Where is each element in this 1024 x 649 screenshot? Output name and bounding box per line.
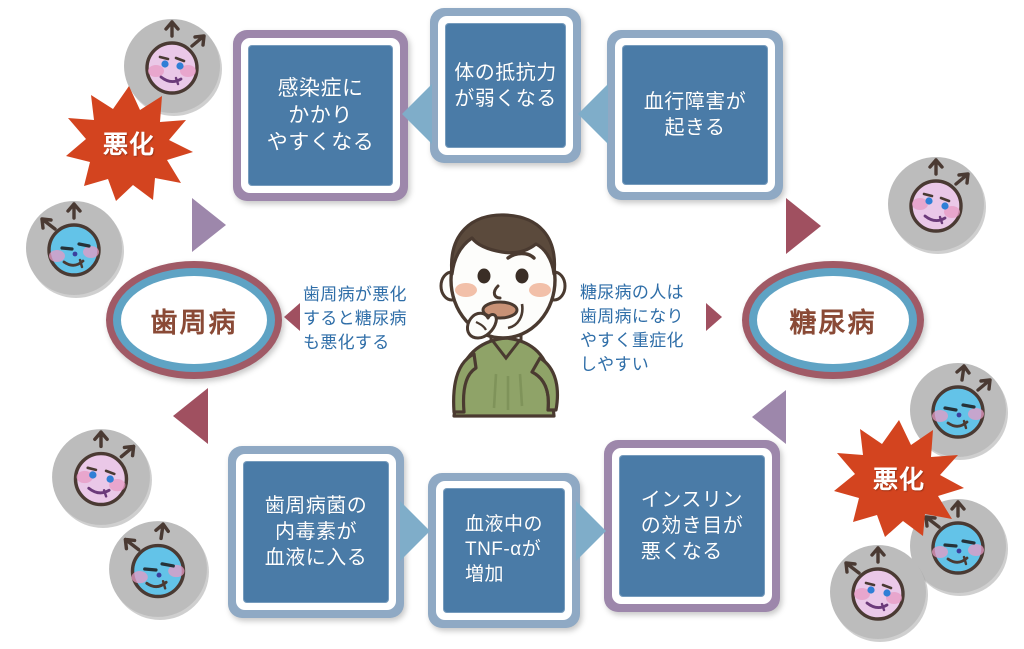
ellipse-core — [121, 276, 267, 364]
worried-man-illustration — [428, 212, 584, 418]
flow-box-top-1-label: 感染症に かかり やすくなる — [266, 76, 375, 155]
burst-top-left: 悪化 — [64, 84, 194, 202]
node-diabetes: 糖尿病 — [742, 261, 924, 379]
flow-box-bottom-1-label: 歯周病菌の 内毒素が 血液に入る — [264, 495, 368, 569]
flow-box-bottom-2-label: 血液中の TNF-αが 増加 — [464, 514, 543, 585]
box-fill — [619, 455, 765, 597]
flow-box-bottom-2: 血液中の TNF-αが 増加 — [428, 473, 580, 628]
flow-box-bottom-1: 歯周病菌の 内毒素が 血液に入る — [228, 446, 404, 618]
caption-arrow-right — [706, 303, 722, 331]
caption-left: 歯周病が悪化 すると糖尿病 も悪化する — [303, 285, 407, 353]
node-periodontal-disease: 歯周病 — [106, 261, 282, 379]
germ-icon-blue-1 — [22, 196, 126, 300]
connector-arrow-bottom-middle-to-right — [576, 501, 606, 561]
germ-icon-blue-4 — [906, 494, 1010, 598]
germ-icon-blue-2 — [105, 516, 211, 622]
germ-icon-pink-3 — [884, 152, 988, 256]
caption-right: 糖尿病の人は 歯周病になり やすく重症化 しやすい — [580, 283, 684, 375]
flow-box-top-3: 血行障害が 起きる — [607, 30, 783, 200]
germ-icon-pink-4 — [826, 540, 930, 644]
ellipse-core — [757, 276, 909, 364]
flow-box-top-1: 感染症に かかり やすくなる — [233, 30, 408, 201]
connector-arrow-bottom-left-to-middle — [400, 501, 430, 561]
germ-icon-blue-3 — [906, 358, 1010, 462]
caption-arrow-left — [284, 303, 300, 331]
cycle-arrow-right-top — [786, 198, 821, 254]
connector-arrow-top-far-right — [578, 84, 608, 144]
cycle-arrow-right-bottom — [752, 390, 786, 444]
node-periodontal-disease-label: 歯周病 — [150, 307, 238, 338]
burst-top-left-label: 悪化 — [102, 131, 155, 159]
cycle-arrow-left-bottom — [173, 388, 208, 444]
germ-icon-pink-1 — [120, 14, 224, 118]
flow-box-top-3-label: 血行障害が 起きる — [643, 91, 747, 139]
connector-arrow-top-right-to-middle — [402, 84, 432, 144]
flow-box-top-2-label: 体の抵抗力 が弱くなる — [454, 61, 557, 110]
cycle-arrow-left-top — [192, 198, 226, 252]
box-fill — [445, 23, 566, 148]
flow-box-top-2: 体の抵抗力 が弱くなる — [430, 8, 581, 163]
box-fill — [248, 45, 393, 186]
flow-box-bottom-3: インスリン の効き目が 悪くなる — [604, 440, 780, 612]
burst-bottom-right: 悪化 — [832, 418, 966, 538]
burst-bottom-right-label: 悪化 — [872, 466, 925, 494]
box-fill — [622, 45, 768, 185]
flow-box-bottom-3-label: インスリン の効き目が 悪くなる — [640, 489, 744, 563]
node-diabetes-label: 糖尿病 — [789, 307, 877, 338]
box-fill — [443, 488, 565, 613]
germ-icon-pink-2 — [48, 424, 154, 530]
box-fill — [243, 461, 389, 603]
